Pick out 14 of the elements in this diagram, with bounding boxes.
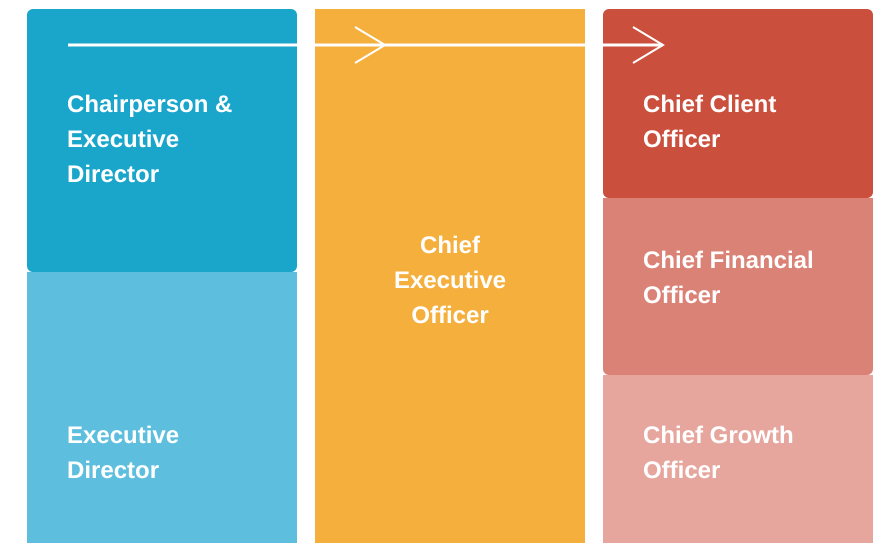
role-panel [315,9,585,543]
role-panel [27,9,297,272]
role-title: Chief Client Officer [643,90,778,155]
role-title: Chief Executive Officer [392,231,508,331]
role-title: Chairperson & Executive Director [67,90,234,190]
role-panel [603,9,873,198]
role-title: Chief Financial Officer [643,246,815,311]
arrow [385,26,664,64]
role-panel [603,375,873,543]
role-panel [27,272,297,543]
role-title: Executive Director [67,421,180,486]
role-panel [603,198,873,375]
arrow [68,26,386,64]
role-title: Chief Growth Officer [643,421,795,486]
